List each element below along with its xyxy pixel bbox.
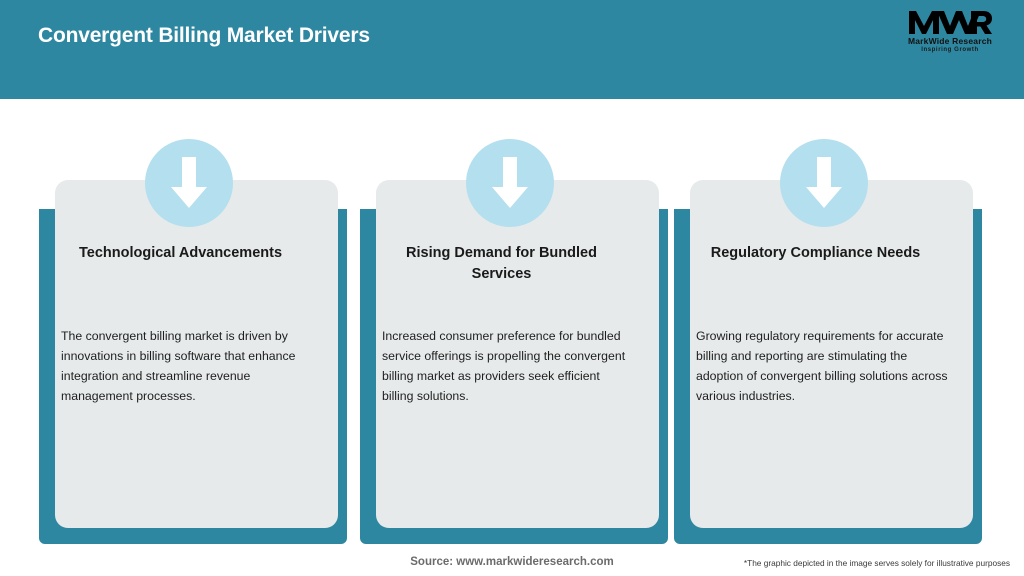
card-body: Increased consumer preference for bundle… — [382, 329, 626, 403]
driver-card-3[interactable]: Regulatory Compliance Needs Growing regu… — [674, 99, 982, 544]
arrow-down-icon — [145, 139, 233, 227]
mwr-monogram-icon — [909, 11, 992, 34]
arrow-down-glyph — [806, 157, 842, 208]
card-panel — [55, 180, 338, 528]
driver-card-2[interactable]: Rising Demand for Bundled Services Incre… — [360, 99, 668, 544]
card-panel — [376, 180, 659, 528]
source-label: Source: www.markwideresearch.com — [410, 556, 614, 568]
page-header: Convergent Billing Market Drivers MarkWi… — [0, 0, 1024, 99]
logo-name: MarkWide Research — [907, 36, 993, 46]
markwide-research-logo: MarkWide Research Inspiring Growth — [894, 9, 1006, 61]
arrow-down-icon — [466, 139, 554, 227]
card-title: Regulatory Compliance Needs — [710, 245, 921, 261]
driver-cards-container: Technological Advancements The convergen… — [0, 99, 1024, 544]
arrow-down-icon — [780, 139, 868, 227]
logo-tagline: Inspiring Growth — [921, 47, 979, 53]
card-body: Growing regulatory requirements for accu… — [696, 329, 948, 403]
disclaimer-note: *The graphic depicted in the image serve… — [743, 558, 1010, 568]
driver-card-1[interactable]: Technological Advancements The convergen… — [39, 99, 347, 544]
card-body: The convergent billing market is driven … — [61, 329, 296, 403]
page-title: Convergent Billing Market Drivers — [38, 24, 370, 47]
arrow-down-glyph — [492, 157, 528, 208]
card-title: Technological Advancements — [78, 245, 283, 261]
card-panel — [690, 180, 973, 528]
arrow-down-glyph — [171, 157, 207, 208]
card-title: Rising Demand for Bundled Services — [406, 245, 597, 282]
